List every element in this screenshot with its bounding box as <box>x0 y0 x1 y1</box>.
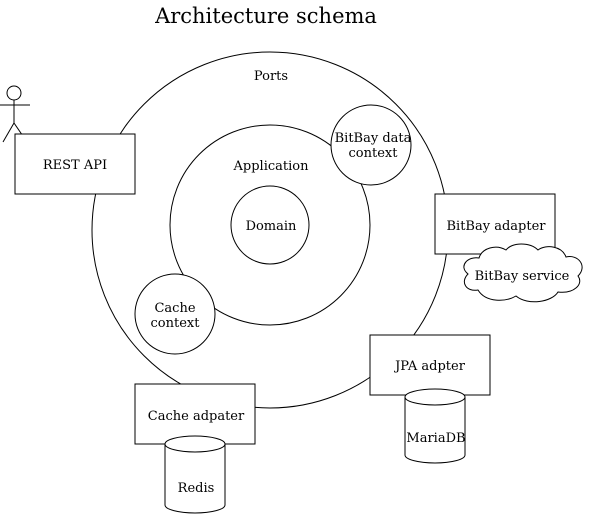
redis-database-icon <box>164 435 226 514</box>
jpa-adapter-label: JPA adpter <box>393 359 466 374</box>
domain-circle <box>230 185 310 265</box>
application-label: Application <box>233 159 310 174</box>
rest-api-label: REST API <box>43 158 107 173</box>
bitbay-service-label: BitBay service <box>475 269 570 284</box>
cache-context-label-line2: context <box>151 316 201 331</box>
cache-adapter-box <box>134 383 256 445</box>
mariadb-label: MariaDB <box>406 431 465 446</box>
bitbay-adapter-box <box>434 193 556 255</box>
bitbay-adapter-label: BitBay adapter <box>447 219 547 234</box>
user-actor-icon <box>0 85 30 143</box>
redis-label: Redis <box>178 481 215 496</box>
cache-context-label-line1: Cache <box>154 301 195 316</box>
ports-label: Ports <box>254 69 288 84</box>
mariadb-database-icon <box>404 388 466 464</box>
jpa-adapter-box <box>369 334 491 396</box>
bitbay-context-label-line2: context <box>349 146 399 161</box>
bitbay-service-cloud <box>463 243 583 303</box>
rest-api-box <box>14 133 136 195</box>
domain-label: Domain <box>246 219 297 234</box>
bitbay-context-label-line1: BitBay data <box>335 131 412 146</box>
cache-adapter-label: Cache adpater <box>148 409 245 424</box>
bitbay-data-context-circle <box>330 104 412 186</box>
cache-context-circle <box>134 273 216 355</box>
application-ring <box>169 124 371 326</box>
diagram-title: Architecture schema <box>154 4 377 28</box>
